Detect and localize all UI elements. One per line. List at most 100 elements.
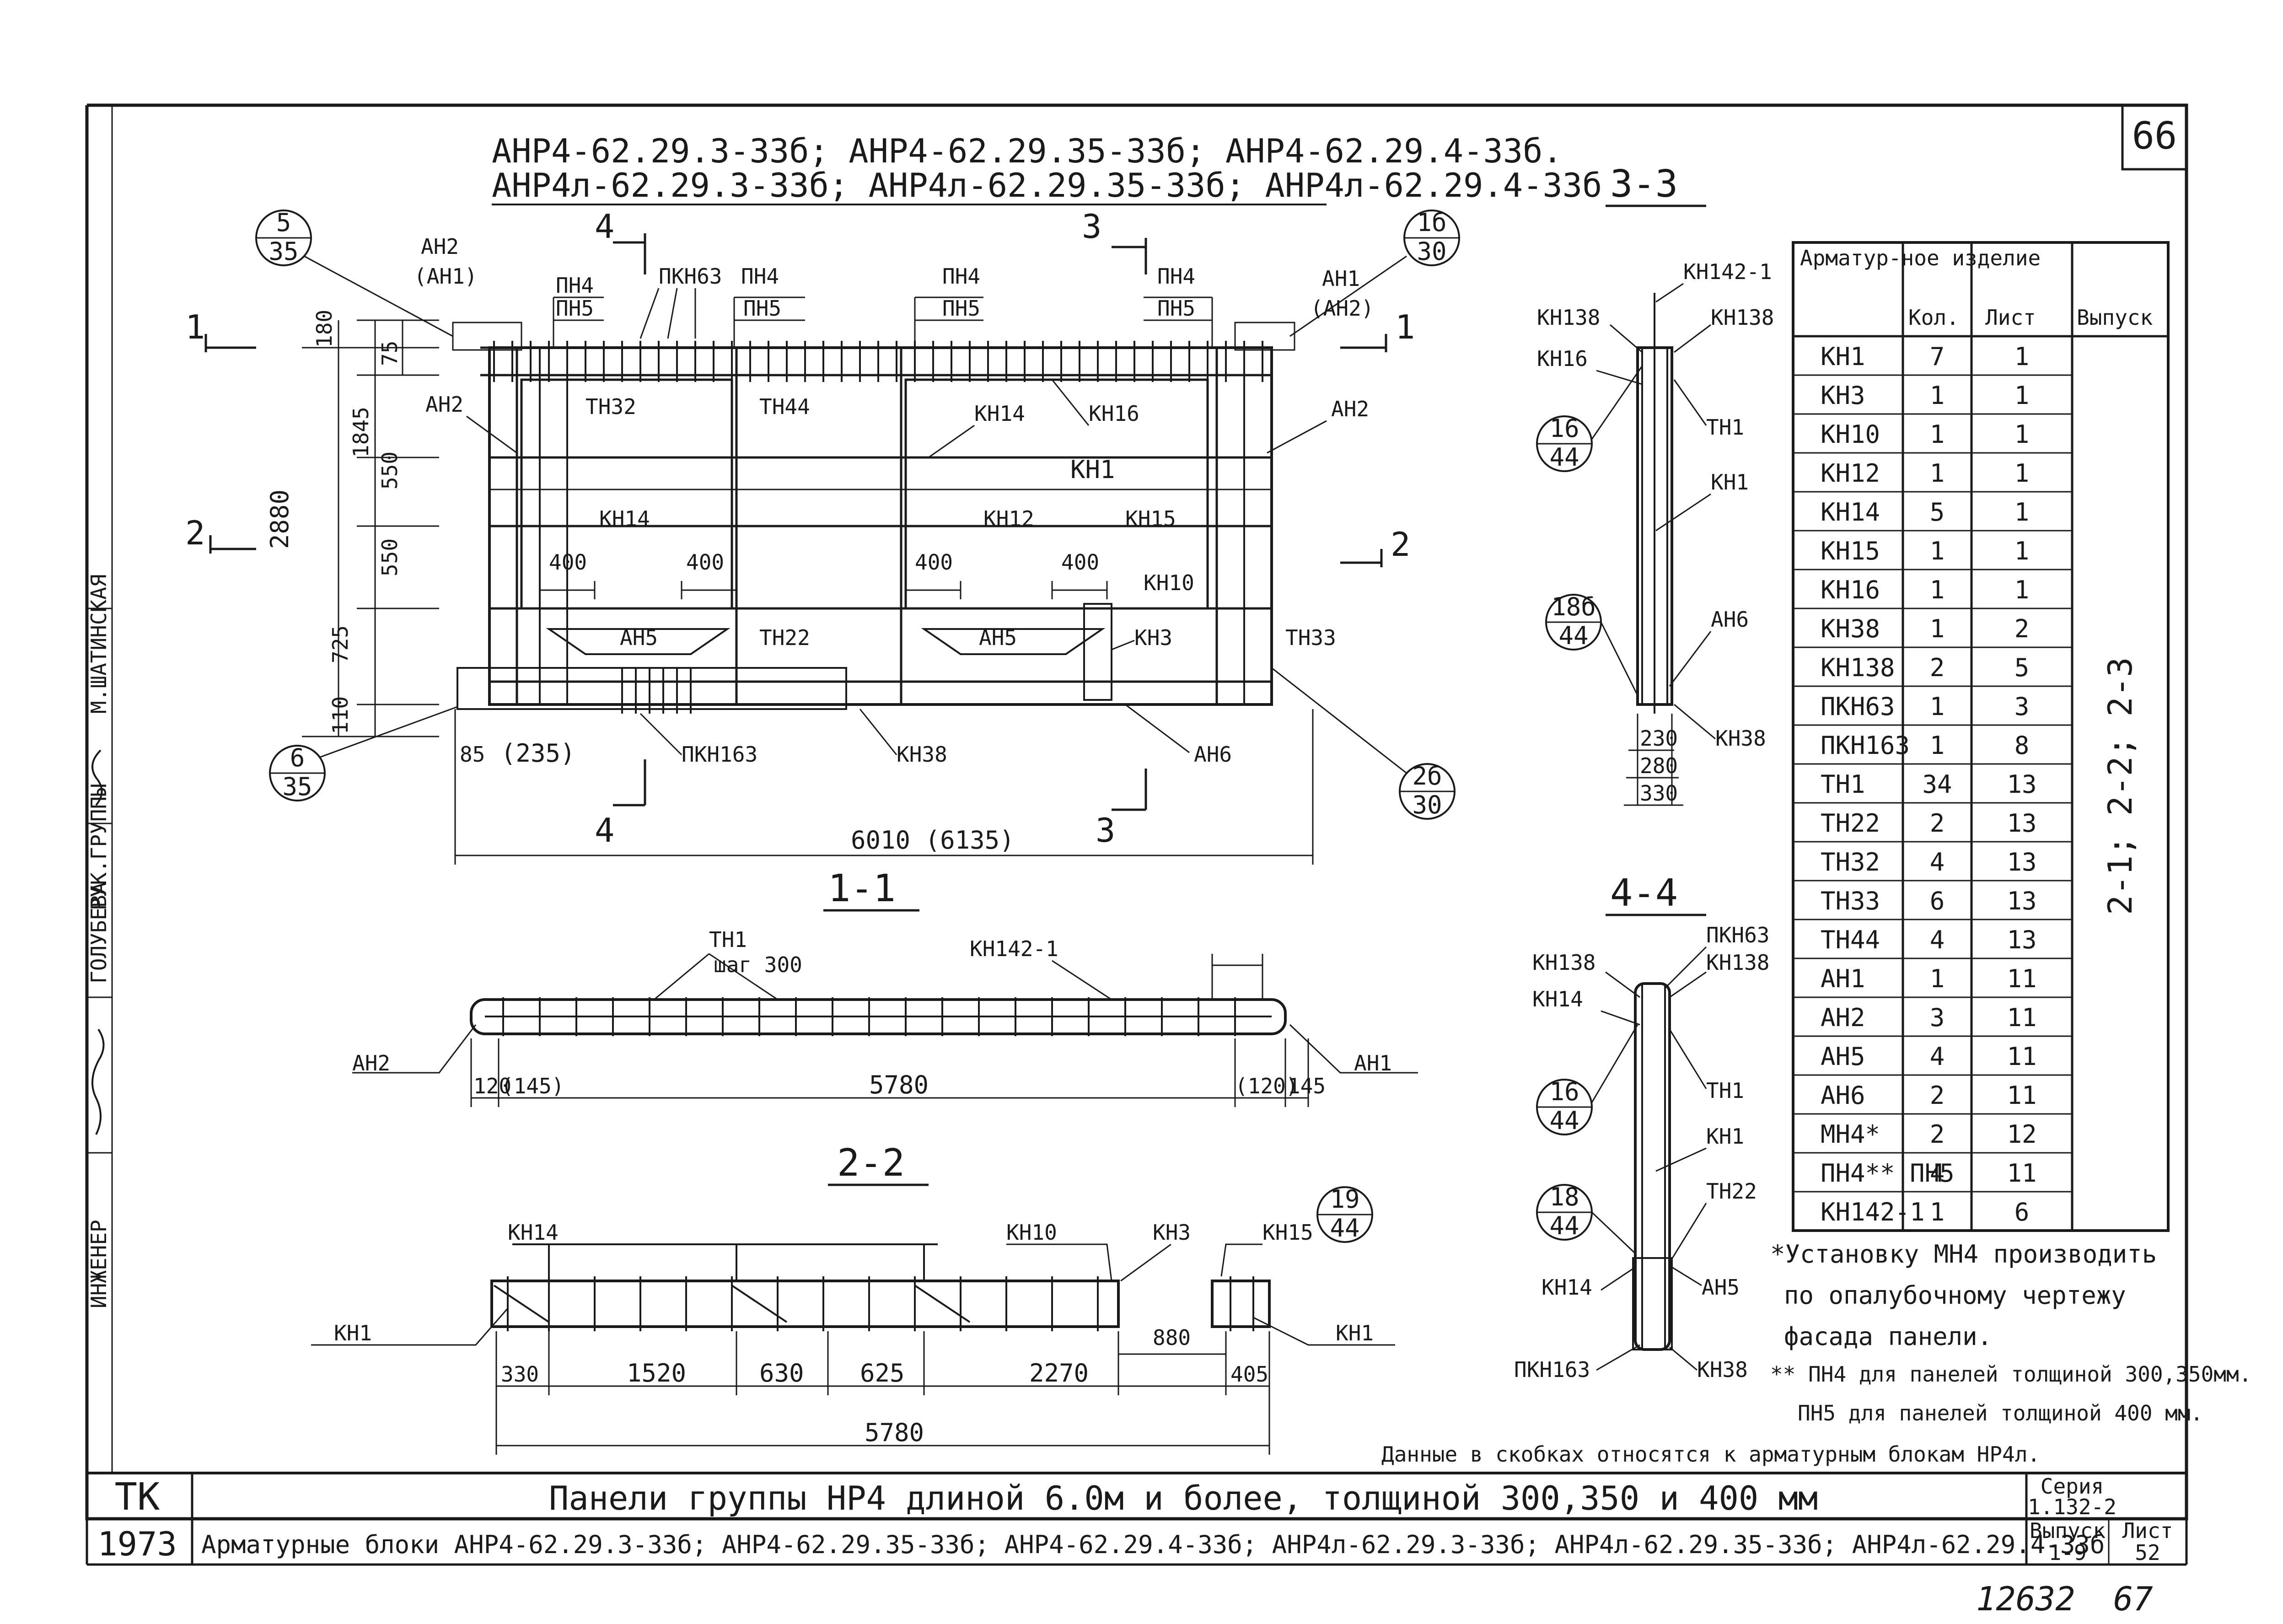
table-cell-qty: 34 <box>1922 770 1952 799</box>
series-label: Серия <box>2041 1474 2104 1499</box>
svg-text:АН5: АН5 <box>979 625 1017 650</box>
sheet-number: 66 <box>2132 114 2177 158</box>
table-cell-qty: 7 <box>1930 342 1945 371</box>
svg-text:18: 18 <box>1549 1183 1579 1211</box>
svg-text:3: 3 <box>1096 811 1115 850</box>
table-cell-qty: 2 <box>1930 653 1945 682</box>
table-cell-qty: 4 <box>1930 925 1945 954</box>
svg-text:ПКН63: ПКН63 <box>1706 923 1769 947</box>
svg-text:ПН5: ПН5 <box>1157 296 1195 321</box>
svg-text:1845: 1845 <box>349 407 373 457</box>
table-cell-qty: 6 <box>1930 887 1945 915</box>
lintel-an5-right <box>921 628 1106 655</box>
svg-text:44: 44 <box>1549 1106 1579 1135</box>
note-1-line-2: по опалубочному чертежу <box>1784 1281 2126 1310</box>
plan-callout-5-35: 5 35 <box>255 208 453 337</box>
svg-text:3: 3 <box>1082 207 1101 246</box>
sheet-number-box <box>2121 105 2186 171</box>
note-1-line-1: *Установку МН4 производить <box>1770 1240 2157 1269</box>
table-cell-item: АН2 <box>1821 1003 1865 1032</box>
svg-text:(235): (235) <box>501 739 575 768</box>
table-cell-sheet: 13 <box>2007 848 2036 877</box>
svg-text:ПН5: ПН5 <box>942 296 980 321</box>
svg-text:КН38: КН38 <box>1715 726 1766 751</box>
svg-text:ТН44: ТН44 <box>759 394 810 419</box>
section-1-1: 1-1 ТН1 шаг 300 КН142-1 АН2 АН1 120 (145… <box>352 867 1418 1107</box>
table-cell-item: ТН33 <box>1821 887 1880 915</box>
table-cell-item: АН1 <box>1821 964 1865 993</box>
svg-text:КН38: КН38 <box>897 742 947 767</box>
series-value: 1.132-2 <box>2028 1495 2116 1519</box>
table-cell-item: КН10 <box>1821 420 1880 449</box>
table-cell-sheet: 1 <box>2014 459 2030 488</box>
svg-text:АН6: АН6 <box>1194 742 1232 767</box>
side-stamp: ИНЖЕНЕР ГОЛУБЕВА РУК.ГРУППЫ М.ШАТИНСКАЯ <box>86 574 112 1308</box>
archive-number: 12632 <box>1976 1580 2075 1618</box>
svg-text:КН138: КН138 <box>1711 305 1774 330</box>
svg-text:ТН33: ТН33 <box>1285 625 1336 650</box>
table-cell-qty: 1 <box>1930 731 1945 760</box>
table-cell-qty: 1 <box>1930 614 1945 643</box>
table-release-value: 2-1; 2-2; 2-3 <box>2101 657 2139 915</box>
header-marks-line-1: АНР4-62.29.3-33б; АНР4-62.29.35-33б; АНР… <box>492 132 1563 170</box>
section-2-2-body-left <box>490 1280 1120 1328</box>
drawing-subtitle: Арматурные блоки АНР4-62.29.3-33б; АНР4-… <box>201 1530 2105 1559</box>
svg-text:АН5: АН5 <box>620 625 658 650</box>
header-marks: АНР4-62.29.3-33б; АНР4-62.29.35-33б; АНР… <box>492 132 1602 205</box>
section-3-3-title: 3-3 <box>1610 162 1678 206</box>
table-cell-sheet: 1 <box>2014 420 2030 449</box>
section-1-1-body <box>470 998 1287 1035</box>
svg-text:(145): (145) <box>501 1074 564 1098</box>
svg-text:ТН1: ТН1 <box>709 927 747 952</box>
svg-text:330: 330 <box>1640 781 1678 806</box>
svg-text:30: 30 <box>1412 790 1442 819</box>
plan-view: 400 400 400 400 180 75 1845 550 550 2880… <box>185 207 1460 865</box>
page-number: 67 <box>2113 1580 2153 1618</box>
plan-callout-2b-30: 2б 30 <box>1271 667 1456 820</box>
table-cell-item: ПН4** ПН5 <box>1821 1159 1955 1188</box>
table-cell-sheet: 1 <box>2014 342 2030 371</box>
table-cell-qty: 2 <box>1930 809 1945 838</box>
svg-text:30: 30 <box>1417 237 1446 266</box>
table-cell-sheet: 1 <box>2014 537 2030 565</box>
table-cell-item: ПКН163 <box>1821 731 1910 760</box>
table-cell-qty: 1 <box>1930 459 1945 488</box>
svg-text:ТН1: ТН1 <box>1706 415 1744 440</box>
note-2-line-1: ** ПН4 для панелей толщиной 300,350мм. <box>1770 1362 2251 1387</box>
svg-text:550: 550 <box>377 538 402 576</box>
svg-text:КН15: КН15 <box>1262 1220 1313 1245</box>
svg-text:6: 6 <box>290 743 305 772</box>
table-cell-sheet: 11 <box>2007 1003 2036 1032</box>
table-cell-qty: 4 <box>1930 848 1945 877</box>
lintel-an5-left <box>546 628 731 655</box>
svg-text:КН1: КН1 <box>334 1321 372 1345</box>
side-stamp-entry: М.ШАТИНСКАЯ <box>86 574 111 714</box>
svg-text:4: 4 <box>595 811 614 850</box>
svg-text:КН14: КН14 <box>1532 987 1583 1011</box>
svg-text:330: 330 <box>501 1362 539 1387</box>
table-cell-item: АН5 <box>1821 1042 1865 1071</box>
svg-text:КН15: КН15 <box>1125 506 1176 531</box>
svg-text:КН1: КН1 <box>1336 1321 1374 1345</box>
svg-text:КН138: КН138 <box>1706 950 1769 975</box>
svg-text:ПН4: ПН4 <box>942 264 980 289</box>
svg-text:КН1: КН1 <box>1711 470 1749 495</box>
table-cell-item: КН12 <box>1821 459 1880 488</box>
table-cell-sheet: 11 <box>2007 1081 2036 1110</box>
table-cell-qty: 1 <box>1930 964 1945 993</box>
th-release: Выпуск <box>2077 305 2153 330</box>
svg-text:АН2: АН2 <box>352 1051 390 1075</box>
svg-text:145: 145 <box>1288 1074 1326 1098</box>
table-cell-qty: 1 <box>1930 1198 1945 1226</box>
th-item: Арматур-ное изделие <box>1800 246 2041 270</box>
svg-text:КН14: КН14 <box>974 401 1025 426</box>
svg-text:1520: 1520 <box>627 1359 686 1387</box>
svg-text:400: 400 <box>549 550 587 575</box>
note-3: Данные в скобках относятся к арматурным … <box>1381 1442 2040 1467</box>
svg-text:280: 280 <box>1640 753 1678 778</box>
table-cell-sheet: 5 <box>2014 653 2030 682</box>
svg-text:КН3: КН3 <box>1134 625 1172 650</box>
plan-callout-6-35: 6 35 <box>269 706 458 801</box>
svg-text:АН1: АН1 <box>1354 1051 1392 1075</box>
svg-text:35: 35 <box>282 772 312 801</box>
